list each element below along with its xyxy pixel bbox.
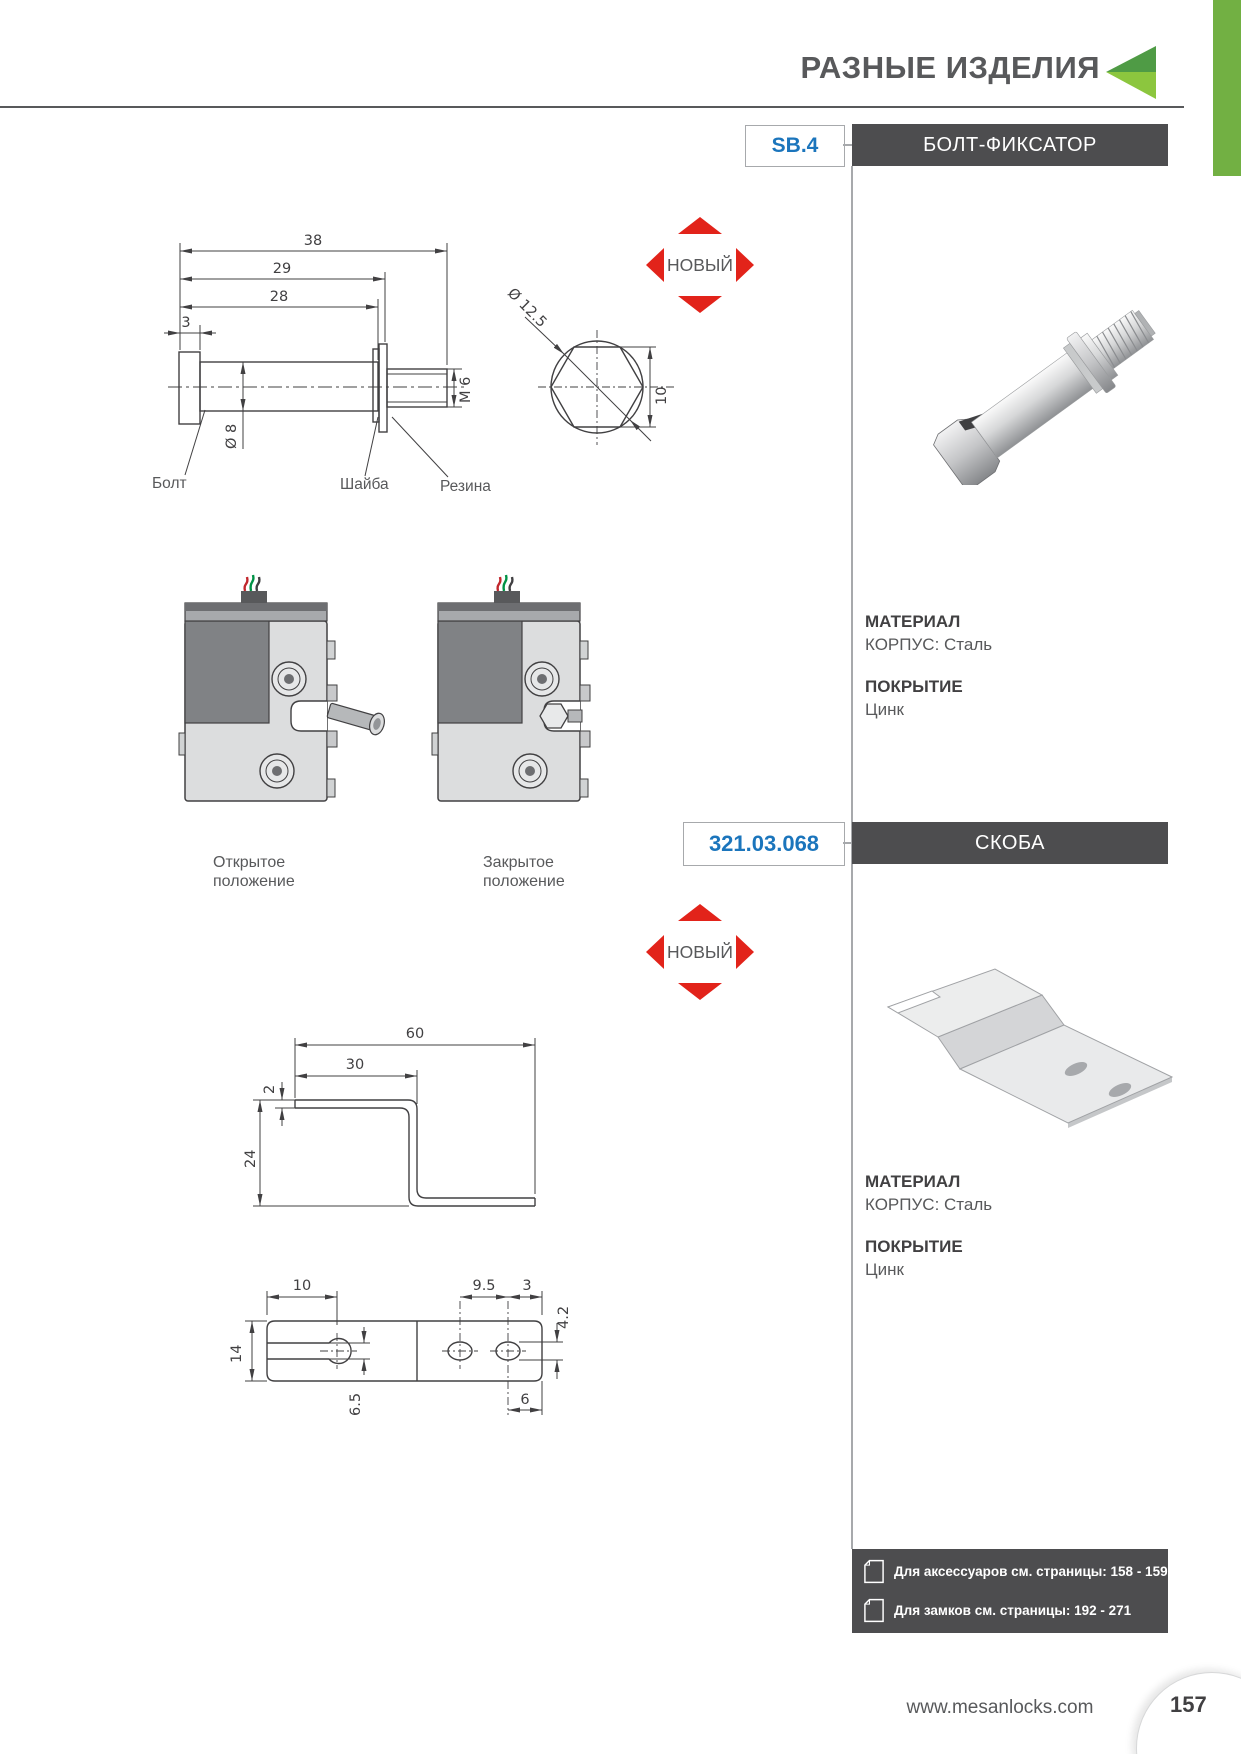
lock-position-drawings <box>177 573 592 803</box>
specs-block: МАТЕРИАЛ КОРПУС: Сталь ПОКРЫТИЕ Цинк <box>865 612 1105 742</box>
coating-label: ПОКРЫТИЕ <box>865 677 963 696</box>
dim-to-washer: 29 <box>273 261 291 277</box>
label-washer: Шайба <box>340 476 389 493</box>
edge-green-bar <box>1213 0 1241 176</box>
dim-shank-dia: Ø 8 <box>224 424 240 449</box>
bolt-product-photo <box>933 309 1156 485</box>
position-caption-closed: Закрытое положение <box>483 854 565 890</box>
header-arrow-icon <box>1106 46 1156 99</box>
bolt-side-view <box>168 343 465 433</box>
dim-head: 3 <box>181 315 190 331</box>
material-label: МАТЕРИАЛ <box>865 1172 961 1191</box>
bracket-side-drawing: 60 30 2 24 <box>243 1026 536 1207</box>
dim-length: 60 <box>406 1026 424 1042</box>
material-label: МАТЕРИАЛ <box>865 612 961 631</box>
document-icon <box>864 1559 884 1584</box>
dim-hole-h: 4.2 <box>556 1306 572 1329</box>
dim-height: 24 <box>243 1150 259 1168</box>
lock-closed-drawing <box>430 573 592 803</box>
dim-slot-w: 6.5 <box>348 1393 364 1416</box>
document-icon <box>864 1598 884 1623</box>
dim-width: 14 <box>229 1345 245 1363</box>
dim-top: 30 <box>346 1057 364 1073</box>
header-rule <box>0 106 1184 108</box>
dim-slot-depth: 10 <box>293 1278 311 1294</box>
note-locks: Для замков см. страницы: 192 - 271 <box>864 1598 1168 1623</box>
dim-thread: M 6 <box>458 377 474 403</box>
product-name-bar: БОЛТ-ФИКСАТОР <box>852 124 1168 166</box>
website-link[interactable]: www.mesanlocks.com <box>906 1697 1094 1718</box>
material-value: КОРПУС: Сталь <box>865 635 993 654</box>
badge-arrow-right-icon <box>736 935 754 969</box>
product-name-bar: СКОБА <box>852 822 1168 864</box>
note-accessories: Для аксессуаров см. страницы: 158 - 159 <box>864 1559 1168 1584</box>
dim-head-dia: Ø 12.5 <box>504 285 549 330</box>
coating-value: Цинк <box>865 1260 904 1279</box>
dim-pitch: 9.5 <box>472 1278 495 1294</box>
coating-value: Цинк <box>865 700 904 719</box>
dim-shank: 28 <box>270 289 288 305</box>
badge-arrow-down-icon <box>678 983 722 1000</box>
dim-overall: 38 <box>304 233 322 249</box>
badge-arrow-up-icon <box>678 217 722 234</box>
badge-arrow-right-icon <box>736 248 754 282</box>
new-badge: НОВЫЙ <box>646 904 754 1000</box>
bracket-product-photo <box>886 968 1174 1128</box>
dim-edge: 3 <box>522 1278 531 1294</box>
dim-hole-w: 6 <box>520 1392 529 1408</box>
dim-thickness: 2 <box>262 1085 278 1094</box>
label-rubber: Резина <box>440 478 491 495</box>
bolt-technical-drawing: 38 29 28 3 M 6 <box>152 233 675 495</box>
specs-block: МАТЕРИАЛ КОРПУС: Сталь ПОКРЫТИЕ Цинк <box>865 1172 1105 1302</box>
dim-hex: 10 <box>654 387 670 405</box>
badge-arrow-left-icon <box>646 935 664 969</box>
badge-arrow-down-icon <box>678 296 722 313</box>
connector-line <box>843 144 852 146</box>
material-value: КОРПУС: Сталь <box>865 1195 993 1214</box>
product-code-321: 321.03.068 <box>683 822 845 866</box>
connector-line <box>843 842 852 844</box>
product-code-sb4: SB.4 <box>745 125 845 167</box>
page-title: РАЗНЫЕ ИЗДЕЛИЯ <box>800 50 1100 85</box>
bolt-head-view: Ø 12.5 10 <box>504 285 675 445</box>
bracket-top-drawing: 14 10 9.5 3 4.2 6 6.5 <box>229 1278 572 1416</box>
lock-open-drawing <box>177 573 385 803</box>
coating-label: ПОКРЫТИЕ <box>865 1237 963 1256</box>
badge-label: НОВЫЙ <box>667 941 733 962</box>
badge-arrow-left-icon <box>646 248 664 282</box>
badge-label: НОВЫЙ <box>667 254 733 275</box>
new-badge: НОВЫЙ <box>646 217 754 313</box>
page-number: 157 <box>1170 1692 1207 1717</box>
badge-arrow-up-icon <box>678 904 722 921</box>
label-bolt: Болт <box>152 475 187 492</box>
reference-notes-box: Для аксессуаров см. страницы: 158 - 159 … <box>852 1549 1168 1633</box>
position-caption-open: Открытое положение <box>213 854 295 890</box>
